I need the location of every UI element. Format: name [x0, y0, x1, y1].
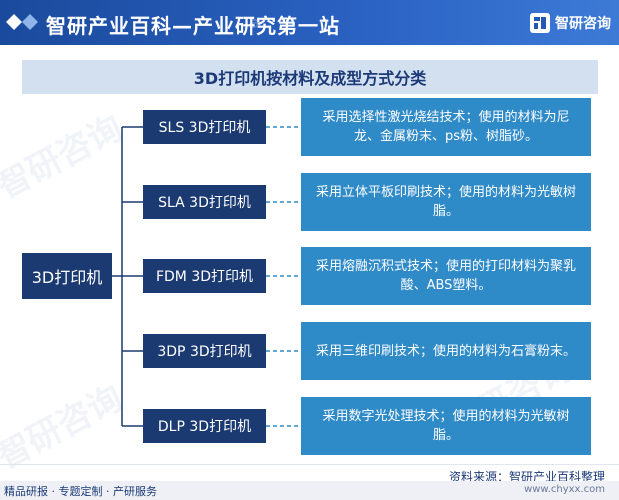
diamond-decor-icon — [6, 14, 38, 30]
desc-box-dlp: 采用数字光处理技术；使用的材料为光敏树脂。 — [301, 397, 591, 455]
type-node-dlp: DLP 3D打印机 — [143, 409, 266, 443]
type-node-label: SLA 3D打印机 — [158, 195, 251, 211]
footer-tagline: 精品研报 · 专题定制 · 产研服务 — [4, 485, 157, 498]
header-title: 智研产业百科—产业研究第一站 — [46, 14, 340, 38]
desc-box-sla: 采用立体平板印刷技术；使用的材料为光敏树脂。 — [301, 173, 591, 231]
zhiyan-logo-icon — [530, 13, 550, 33]
diagram-title-band: 3D打印机按材料及成型方式分类 — [22, 60, 598, 94]
desc-box-3dp: 采用三维印刷技术；使用的材料为石膏粉末。 — [301, 322, 591, 380]
type-node-label: FDM 3D打印机 — [155, 269, 254, 285]
type-node-sla: SLA 3D打印机 — [143, 185, 266, 219]
type-node-fdm: FDM 3D打印机 — [143, 259, 266, 293]
brand-logo[interactable]: 智研咨询 — [529, 11, 611, 35]
desc-box-sls: 采用选择性激光烧结技术；使用的材料为尼龙、金属粉末、ps粉、树脂砂。 — [301, 98, 591, 156]
root-node-label: 3D打印机 — [31, 268, 103, 287]
desc-box-fdm: 采用熔融沉积式技术；使用的打印材料为聚乳酸、ABS塑料。 — [301, 247, 591, 305]
header-bar: 智研产业百科—产业研究第一站 a 智研咨询 — [0, 0, 619, 45]
type-node-label: SLS 3D打印机 — [158, 120, 251, 136]
desc-text: 采用数字光处理技术；使用的材料为光敏树脂。 — [322, 409, 570, 443]
desc-text: 采用熔融沉积式技术；使用的打印材料为聚乳酸、ABS塑料。 — [315, 259, 576, 293]
type-node-3dp: 3DP 3D打印机 — [143, 334, 266, 368]
type-node-label: 3DP 3D打印机 — [157, 344, 252, 360]
footer-divider — [0, 464, 619, 465]
header-watermark: a — [250, 13, 263, 32]
logo-text: 智研咨询 — [555, 16, 611, 32]
root-node: 3D打印机 — [22, 253, 112, 299]
desc-text: 采用选择性激光烧结技术；使用的材料为尼龙、金属粉末、ps粉、树脂砂。 — [322, 110, 570, 144]
diagram-title: 3D打印机按材料及成型方式分类 — [193, 69, 427, 88]
footer-url-link[interactable]: www.chyxx.com — [524, 484, 605, 495]
source-note: 资料来源：智研产业百科整理 — [448, 470, 605, 484]
type-node-sls: SLS 3D打印机 — [143, 110, 266, 144]
type-node-label: DLP 3D打印机 — [157, 419, 252, 435]
desc-text: 采用三维印刷技术；使用的材料为石膏粉末。 — [315, 343, 576, 359]
desc-text: 采用立体平板印刷技术；使用的材料为光敏树脂。 — [315, 185, 576, 219]
footer-bar: 精品研报 · 专题定制 · 产研服务 www.chyxx.com — [0, 481, 619, 500]
